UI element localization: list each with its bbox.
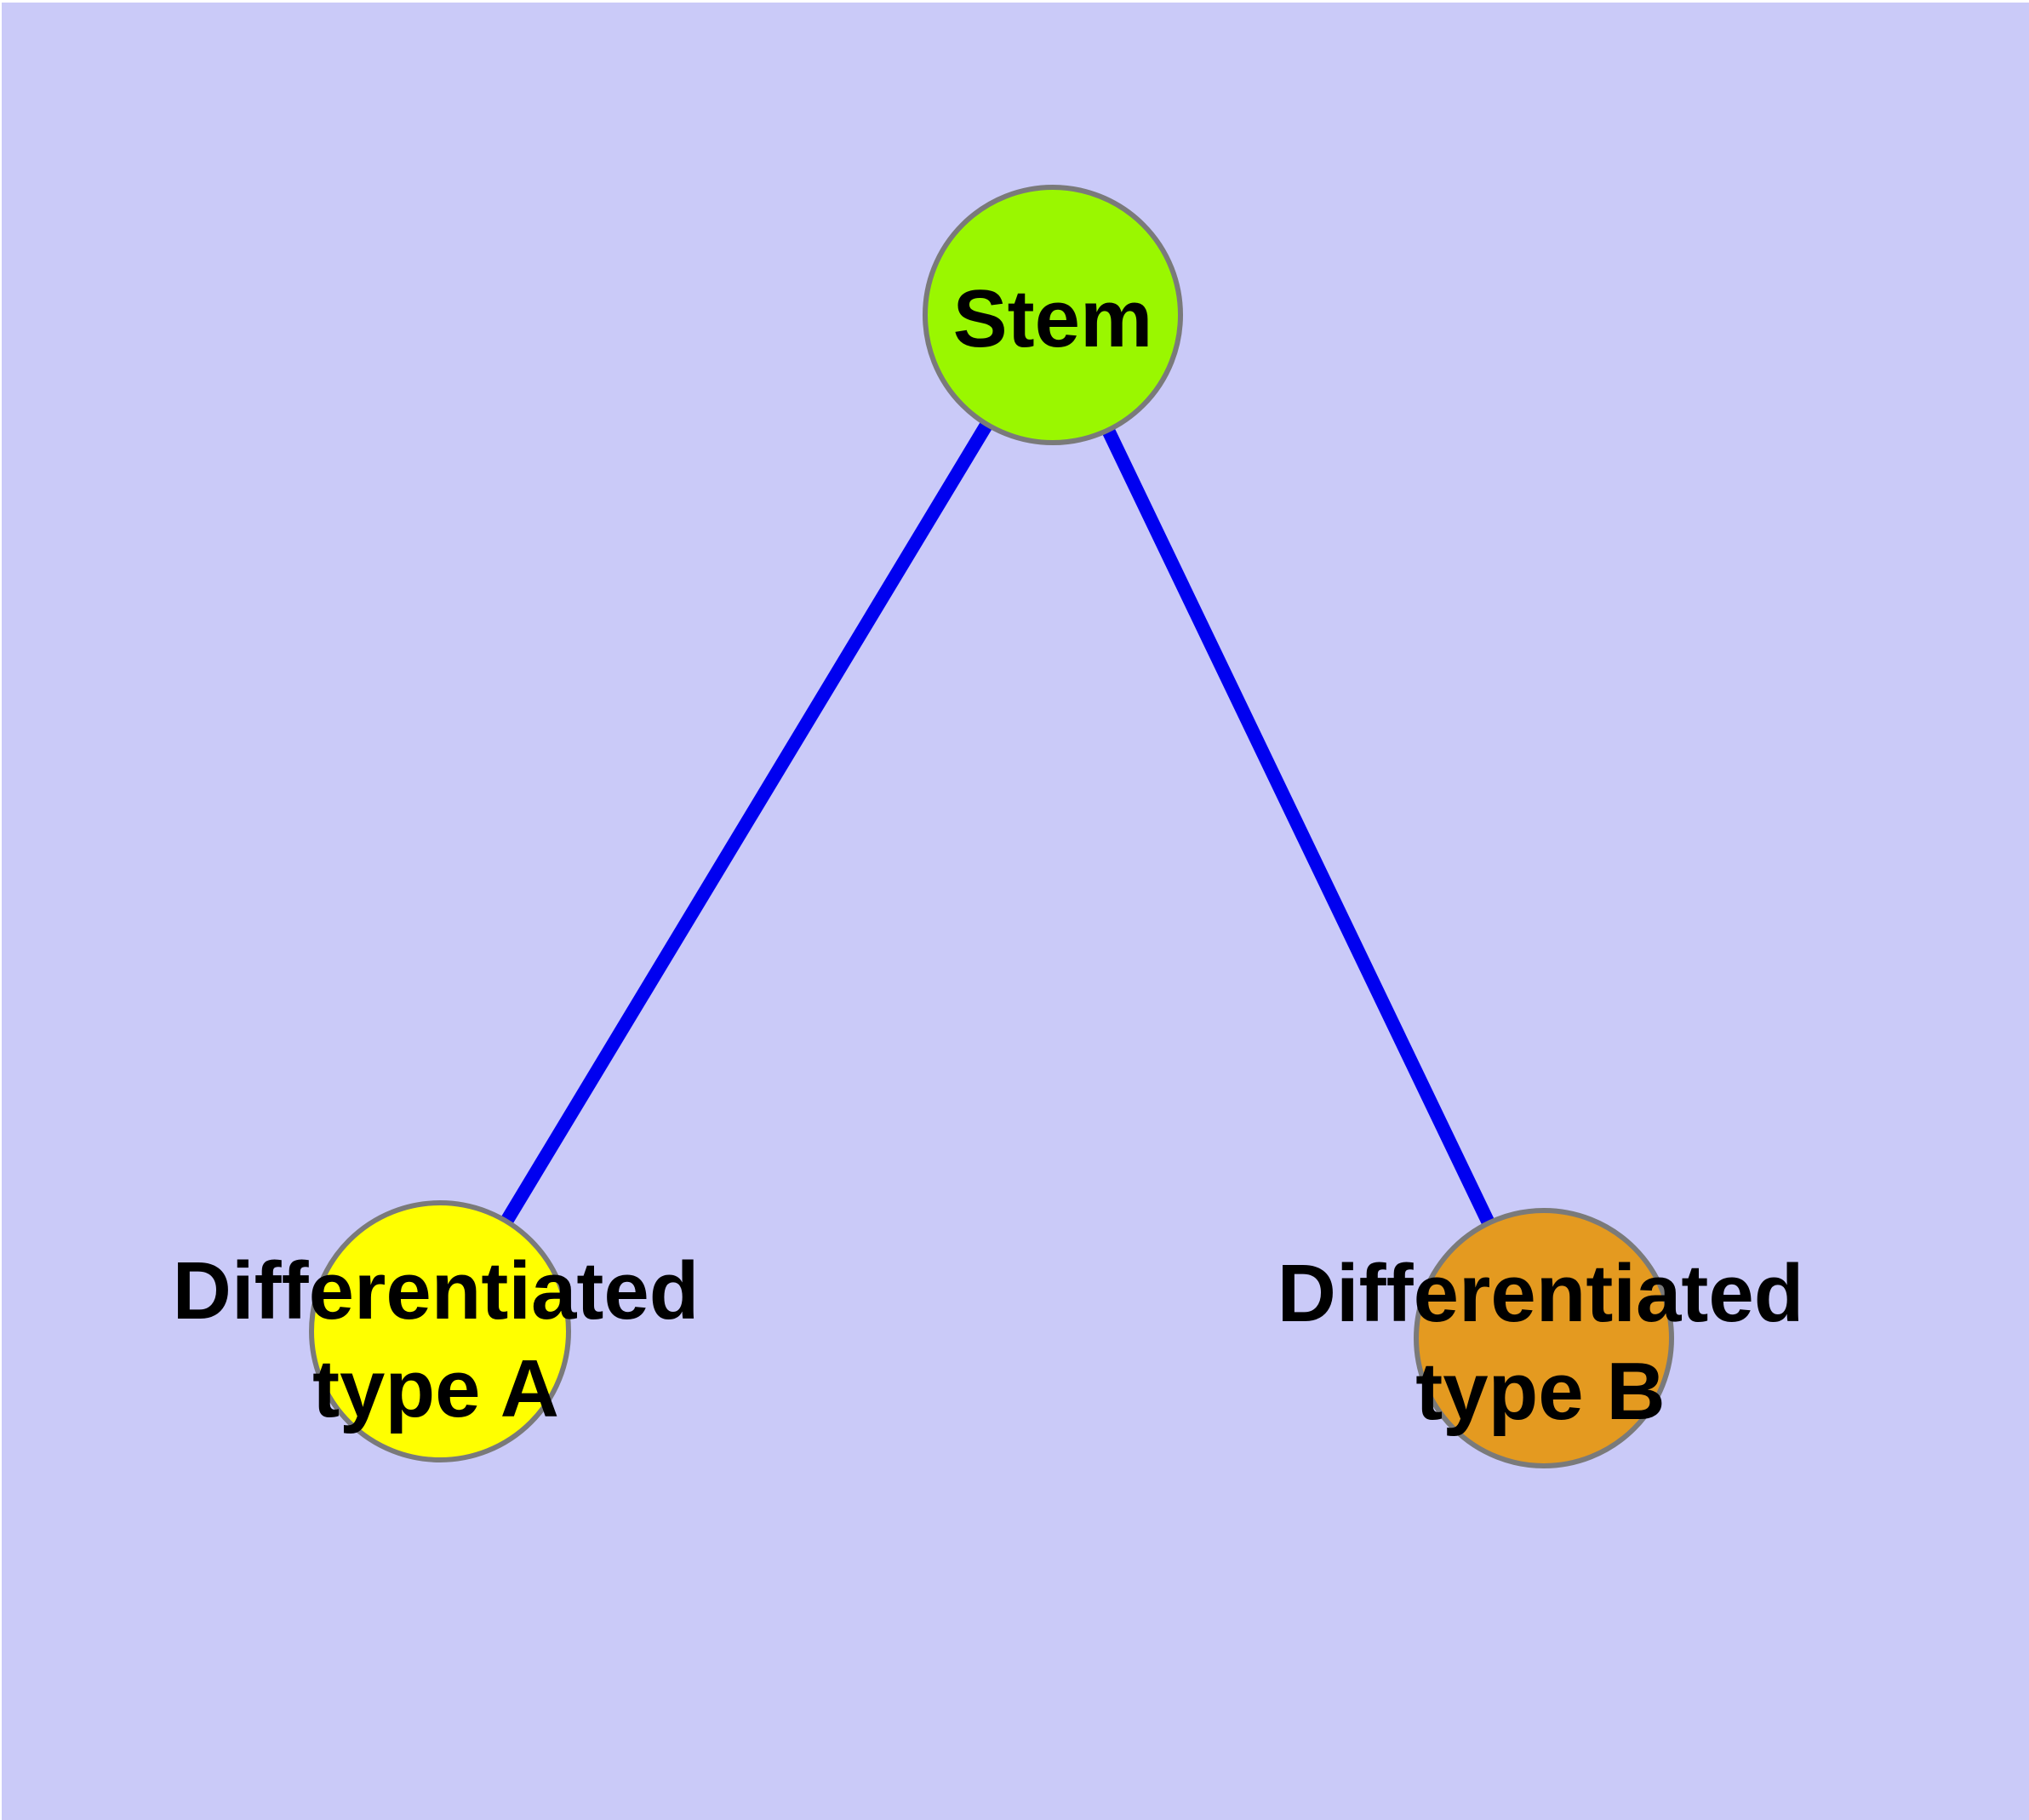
node-type-b-label-line2: type B — [1415, 1346, 1665, 1437]
node-stem-label: Stem — [953, 273, 1153, 364]
node-type-a-label-line1: Differentiated — [173, 1245, 700, 1336]
node-stem-circle — [923, 185, 1183, 445]
edge-stem-to-type-b — [1046, 312, 1551, 1342]
node-type-b-circle — [1414, 1208, 1674, 1468]
node-type-a-circle — [309, 1200, 571, 1462]
edge-stem-to-type-a — [434, 311, 1059, 1336]
node-type-a-label-line2: type A — [312, 1343, 559, 1434]
node-type-b-label-line1: Differentiated — [1277, 1248, 1804, 1339]
